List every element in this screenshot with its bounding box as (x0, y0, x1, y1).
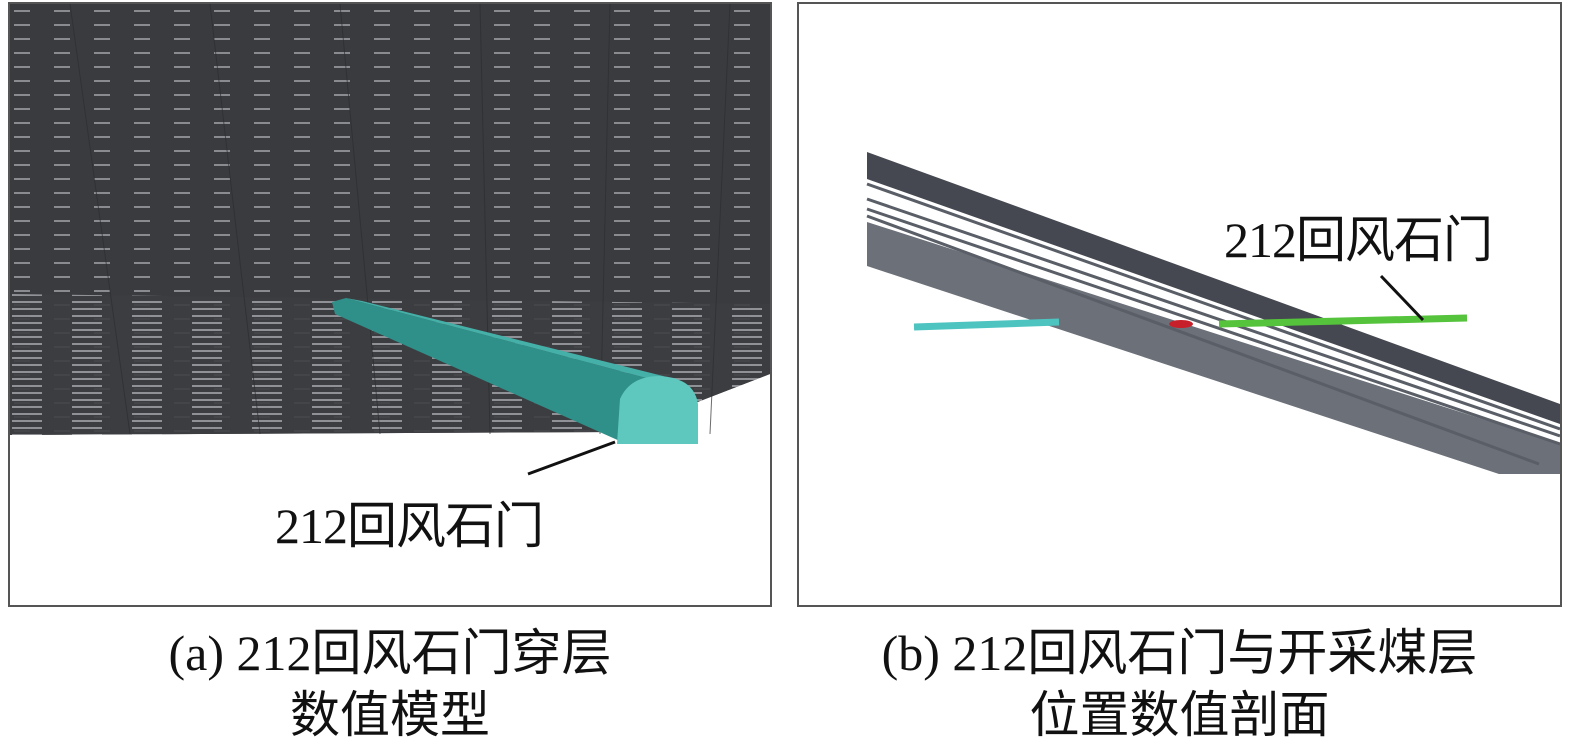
caption-a: (a) 212回风石门穿层 数值模型 (8, 622, 772, 746)
tunnel-label-a: 212回风石门 (275, 498, 544, 554)
tunnel-body (332, 298, 650, 442)
caption-a-line2: 数值模型 (290, 687, 490, 743)
caption-b: (b) 212回风石门与开采煤层 位置数值剖面 (797, 622, 1562, 746)
caption-b-line2: 位置数值剖面 (1029, 687, 1330, 743)
leader-line-b (1379, 274, 1425, 322)
tunnel-face (617, 376, 698, 444)
panel-b-section: 212回风石门 (797, 2, 1562, 607)
tunnel-b-green (1218, 314, 1468, 328)
panel-a-numerical-model: 212回风石门 (8, 2, 772, 607)
coal-seam-upper (867, 152, 1560, 424)
tunnel-b-cyan (913, 318, 1060, 331)
caption-b-line1: (b) 212回风石门与开采煤层 (881, 625, 1478, 681)
section-view (866, 152, 1560, 474)
tunnel-label-b: 212回风石门 (1224, 212, 1493, 268)
model-3d-view (10, 4, 770, 444)
intersection-red (1169, 320, 1193, 328)
tunnel-top (346, 298, 675, 379)
coal-seam-lower (867, 222, 1560, 474)
caption-a-line1: (a) 212回风石门穿层 (168, 625, 612, 681)
leader-line-a (527, 440, 616, 476)
